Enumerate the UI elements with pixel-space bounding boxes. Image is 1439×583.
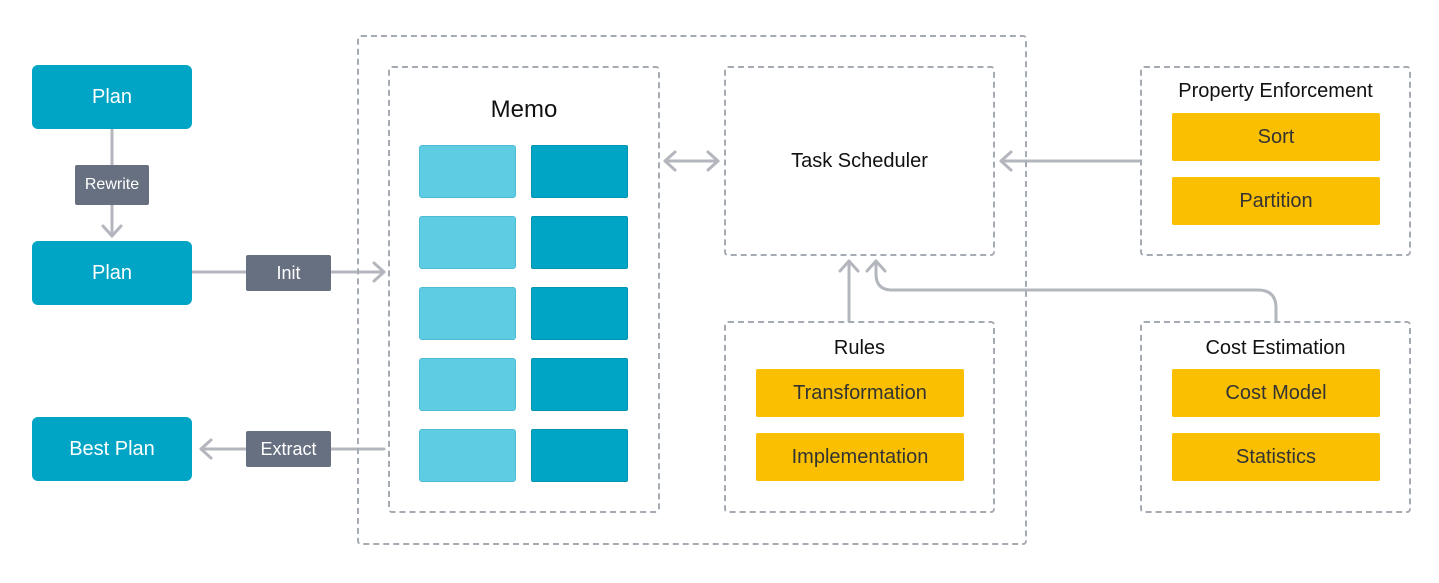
cost-scheduler-arrowhead (865, 259, 887, 273)
best-plan-box-label: Best Plan (69, 437, 155, 460)
memo-cell[interactable] (531, 287, 628, 340)
property-enforcement-container: Property Enforcement (1140, 66, 1411, 256)
extract-arrowhead (199, 438, 213, 460)
cost-scheduler-arrow (874, 259, 1278, 323)
plan-box-middle-label: Plan (91, 261, 133, 284)
memo-scheduler-arrowhead-left (663, 150, 677, 172)
init-label: Init (246, 255, 331, 291)
cost-item-statistics[interactable]: Statistics (1172, 433, 1380, 481)
init-arrowhead (372, 261, 386, 283)
memo-cell[interactable] (531, 216, 628, 269)
rules-item-transformation[interactable]: Transformation (756, 369, 964, 417)
memo-container: Memo (388, 66, 660, 513)
rules-item-transformation-label: Transformation (793, 381, 927, 404)
memo-cell[interactable] (419, 216, 516, 269)
cost-item-statistics-label: Statistics (1235, 445, 1317, 468)
cost-item-cost-model[interactable]: Cost Model (1172, 369, 1380, 417)
property-item-sort-label: Sort (1257, 125, 1295, 148)
optimizer-container (357, 35, 1027, 545)
memo-cell[interactable] (419, 429, 516, 482)
rewrite-arrowhead (101, 224, 123, 238)
rules-item-implementation-label: Implementation (791, 445, 929, 468)
rules-item-implementation[interactable]: Implementation (756, 433, 964, 481)
plan-box-top[interactable]: Plan (32, 65, 192, 129)
property-enforcement-title: Property Enforcement (1178, 80, 1373, 102)
memo-cell[interactable] (419, 287, 516, 340)
extract-label: Extract (246, 431, 331, 467)
init-label-text: Init (276, 262, 301, 283)
rewrite-label-text: Rewrite (84, 176, 140, 193)
best-plan-box[interactable]: Best Plan (32, 417, 192, 481)
plan-box-top-label: Plan (91, 85, 133, 108)
task-scheduler-title: Task Scheduler (791, 150, 928, 172)
task-scheduler-container[interactable]: Task Scheduler (724, 66, 995, 256)
cost-estimation-title: Cost Estimation (1205, 337, 1346, 359)
memo-cell[interactable] (531, 145, 628, 198)
memo-cell[interactable] (419, 358, 516, 411)
property-item-sort[interactable]: Sort (1172, 113, 1380, 161)
memo-cell[interactable] (531, 358, 628, 411)
rewrite-label: Rewrite (75, 165, 149, 205)
memo-scheduler-arrowhead-right (706, 150, 720, 172)
plan-box-middle[interactable]: Plan (32, 241, 192, 305)
memo-cell[interactable] (531, 429, 628, 482)
cost-item-cost-model-label: Cost Model (1225, 381, 1327, 404)
memo-cell[interactable] (419, 145, 516, 198)
property-scheduler-arrowhead (999, 150, 1013, 172)
rules-title: Rules (833, 337, 886, 359)
rules-container: Rules (724, 321, 995, 513)
rules-scheduler-arrowhead (838, 259, 860, 273)
extract-label-text: Extract (260, 438, 317, 459)
cost-estimation-container: Cost Estimation (1140, 321, 1411, 513)
property-item-partition-label: Partition (1239, 189, 1313, 212)
property-item-partition[interactable]: Partition (1172, 177, 1380, 225)
memo-title: Memo (490, 96, 558, 123)
